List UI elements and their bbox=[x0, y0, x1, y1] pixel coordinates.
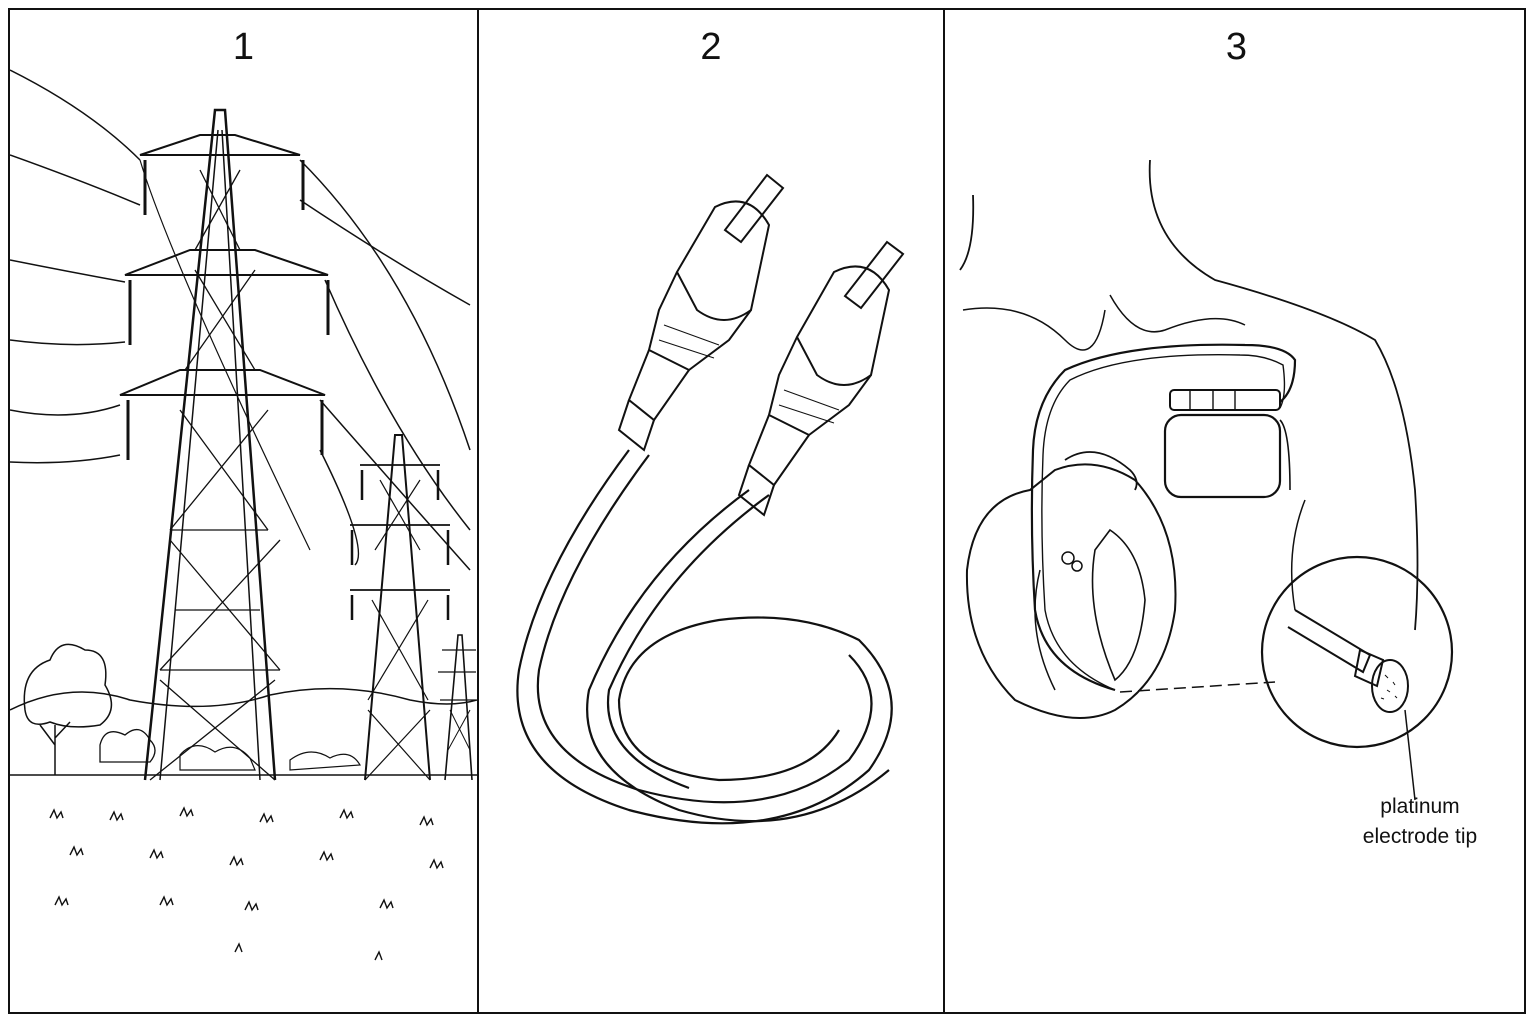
callout-line-2: electrode tip bbox=[1362, 825, 1478, 848]
pacemaker-illustration bbox=[959, 159, 1454, 801]
panel-3: 3 bbox=[943, 10, 1528, 1012]
panel-1: 1 bbox=[10, 10, 477, 1012]
three-panel-figure: 1 bbox=[8, 8, 1526, 1014]
panel-number-3: 3 bbox=[1225, 26, 1248, 68]
panel-number-1: 1 bbox=[232, 26, 255, 68]
panel-number-2: 2 bbox=[700, 26, 722, 68]
panel-2: 2 bbox=[477, 10, 943, 1012]
transmission-towers-illustration bbox=[10, 69, 477, 961]
callout-line-1: platinum bbox=[1380, 795, 1460, 818]
rca-cable-illustration bbox=[516, 173, 905, 825]
platinum-electrode-tip-label: platinum electrode tip bbox=[1345, 792, 1495, 852]
